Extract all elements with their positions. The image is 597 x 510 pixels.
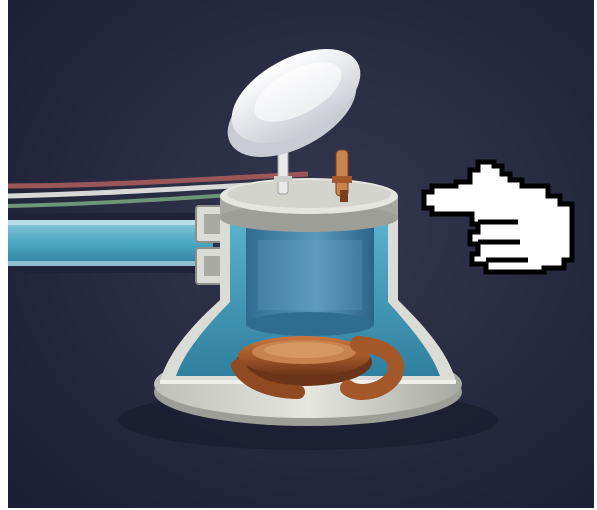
fluid-tube [8,213,213,273]
inner-chamber [246,222,374,336]
sensor-cutaway-scene [8,0,594,508]
housing-cap [220,178,398,232]
